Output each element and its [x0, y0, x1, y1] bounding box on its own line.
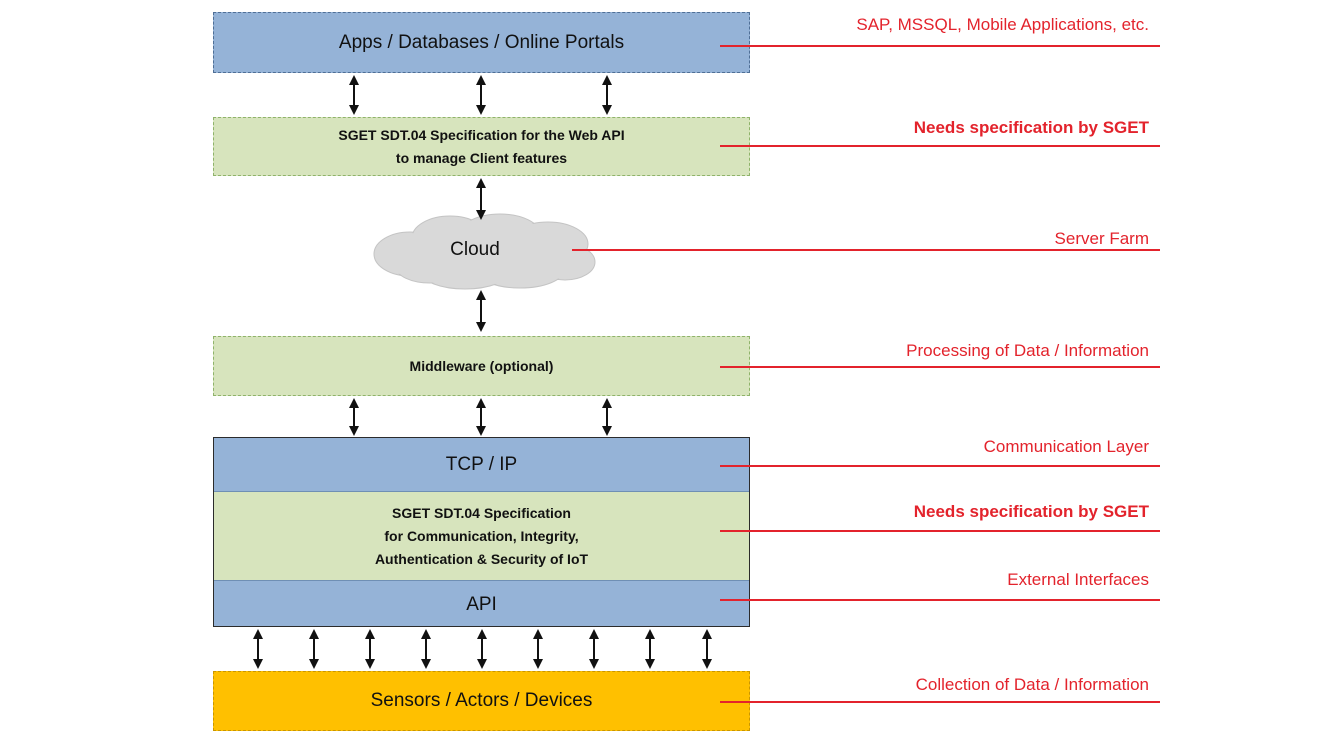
leader-line-web-api [720, 145, 1160, 147]
web-api-spec-layer: SGET SDT.04 Specification for the Web AP… [213, 117, 750, 176]
annotation-cloud: Server Farm [1054, 229, 1149, 248]
web-api-spec-line-2: to manage Client features [395, 149, 568, 166]
annotation-sensors: Collection of Data / Information [915, 675, 1149, 694]
cloud-layer: Cloud [420, 232, 530, 268]
iot-spec-line-3: Authentication & Security of IoT [374, 550, 589, 567]
leader-line-sensors [720, 701, 1160, 703]
leader-line-iot-spec [720, 530, 1160, 532]
sensors-label: Sensors / Actors / Devices [370, 690, 593, 711]
leader-line-tcp-ip [720, 465, 1160, 467]
middleware-layer: Middleware (optional) [213, 336, 750, 396]
annotation-web-api: Needs specification by SGET [913, 118, 1149, 137]
annotation-api: External Interfaces [1007, 570, 1149, 589]
apps-layer: Apps / Databases / Online Portals [213, 12, 750, 73]
iot-spec-layer: SGET SDT.04 Specification for Communicat… [214, 492, 749, 580]
api-layer: API [214, 580, 749, 626]
cloud-label: Cloud [450, 239, 500, 260]
device-stack: TCP / IP SGET SDT.04 Specification for C… [213, 437, 750, 627]
apps-layer-label: Apps / Databases / Online Portals [338, 31, 625, 53]
leader-line-cloud [572, 249, 1160, 251]
sensors-layer: Sensors / Actors / Devices [213, 671, 750, 731]
iot-spec-line-2: for Communication, Integrity, [384, 527, 579, 544]
annotation-apps: SAP, MSSQL, Mobile Applications, etc. [856, 15, 1149, 34]
middleware-label: Middleware (optional) [409, 357, 554, 374]
cloud-shape [373, 213, 596, 290]
iot-spec-line-1: SGET SDT.04 Specification [392, 504, 571, 521]
leader-line-api [720, 599, 1160, 601]
annotation-iot-spec: Needs specification by SGET [913, 502, 1149, 521]
tcp-ip-label: TCP / IP [445, 453, 518, 475]
api-label: API [466, 593, 497, 615]
tcp-ip-layer: TCP / IP [214, 438, 749, 492]
web-api-spec-line-1: SGET SDT.04 Specification for the Web AP… [338, 126, 625, 143]
leader-line-middleware [720, 366, 1160, 368]
leader-line-apps [720, 45, 1160, 47]
annotation-tcp-ip: Communication Layer [983, 437, 1149, 456]
annotation-middleware: Processing of Data / Information [906, 341, 1149, 360]
